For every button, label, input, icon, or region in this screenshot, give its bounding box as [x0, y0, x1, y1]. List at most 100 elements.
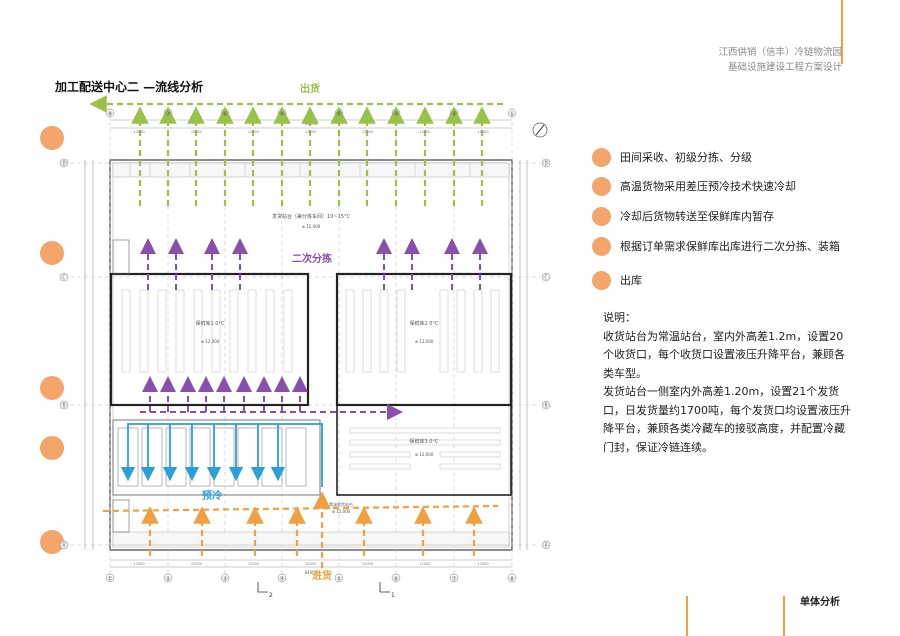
room-label-cold-1: 保鲜库1 0°C: [196, 320, 225, 327]
legend-text: 冷却后货物转送至保鲜库内暂存: [620, 210, 774, 223]
grid-label-top: ②: [451, 111, 457, 118]
footer-accent-line-1: [686, 596, 688, 636]
grid-label-bottom: ⑦: [451, 576, 457, 583]
room-label-cold-3: 保鲜库3 0°C: [410, 438, 439, 445]
sorting-flow-label: 二次分拣: [292, 252, 332, 265]
grid-label-bottom: ⑧: [509, 576, 514, 583]
grid-label-bottom: ③: [222, 576, 227, 583]
area-tag-cold-3: ⊕ 12,000: [415, 452, 434, 457]
area-tag-cold-2: ⊕ 12,000: [415, 339, 434, 344]
grid-label-top: ①: [509, 111, 514, 118]
legend-item: 冷却后货物转送至保鲜库内暂存: [592, 205, 774, 227]
left-marker-4: [40, 436, 64, 460]
grid-label-top: ⑨: [107, 111, 112, 118]
grid-label-bottom: ④: [279, 576, 284, 583]
precooling-flow-arrows: [120, 423, 323, 487]
left-marker-3: [40, 376, 64, 400]
legend-dot: [592, 236, 611, 256]
grid-label-top: ④: [336, 111, 341, 118]
north-arrow-icon: [532, 122, 548, 138]
grid-label-row: Ⓑ: [61, 402, 67, 410]
notes-receiving: 收货站台为常温站台，室内外高差1.2m，设置20个收货口，每个收货口设置液压升降…: [603, 329, 845, 380]
bay-dimension: 12000: [419, 130, 430, 134]
footer-label: 单体分析: [800, 597, 840, 608]
cold-room-1: [109, 272, 310, 407]
total-width-top: 84000: [305, 121, 318, 126]
legend-dot: [592, 206, 611, 226]
bay-dimension: 12000: [477, 130, 488, 134]
shipping-flow-label: 出货: [300, 82, 320, 95]
grid-label-row: Ⓓ: [61, 160, 67, 168]
legend-item: 高温货物采用差压预冷技术快速冷却: [592, 175, 796, 197]
legend-item: 根据订单需求保鲜库出库进行二次分拣、装箱: [592, 235, 840, 257]
bay-dimension: 12000: [248, 130, 259, 134]
project-subtitle: 基础设施建设工程方案设计: [727, 62, 842, 73]
legend-item: 出库: [592, 269, 642, 291]
legend-text: 高温货物采用差压预冷技术快速冷却: [620, 180, 796, 193]
area-tag-receiving: ⊕ 12,000: [332, 509, 351, 514]
grid-label-top: ⑥: [222, 111, 227, 118]
legend-item: 田间采收、初级分拣、分级: [592, 146, 752, 168]
project-title: 江西供销（信丰）冷链物流园: [718, 47, 842, 58]
grid-label-top: ⑤: [279, 111, 284, 118]
legend-dot: [592, 176, 611, 196]
bay-dimension: 12000: [133, 562, 144, 566]
grid-label-row: Ⓐ: [61, 542, 67, 550]
left-marker-5: [40, 530, 64, 554]
bay-dimension: 12000: [419, 562, 430, 566]
grid-bubbles-side: [59, 158, 551, 550]
service-room-1: [112, 239, 130, 275]
area-tag-cold-1: ⊕ 12,000: [201, 339, 220, 344]
service-room-2: [112, 499, 130, 533]
bay-dimension: 12000: [477, 562, 488, 566]
grid-label-top: ⑦: [165, 111, 171, 118]
dock-door-ticks-top: [129, 163, 471, 177]
bay-dimension: 12000: [133, 130, 144, 134]
legend-dot: [592, 270, 611, 290]
bay-dimension: 12000: [362, 130, 373, 134]
rack-rows-room-1: [121, 289, 293, 373]
legend-text: 田间采收、初级分拣、分级: [620, 151, 752, 164]
shipping-flow-arrows: [89, 95, 503, 206]
cold-room-3: [336, 404, 512, 496]
grid-label-bottom: ②: [165, 576, 171, 583]
page-title: 加工配送中心二 —流线分析: [55, 80, 204, 94]
rack-rows-room-3: [349, 427, 501, 470]
sorting-flow-arrows: [140, 238, 488, 420]
precooling-zone: [112, 419, 321, 496]
section-mark-1: 1: [391, 592, 395, 599]
notes-shipping: 发货站台一侧室内外高差1.20m，设置21个发货口，日发货量约1700吨，每个发…: [603, 385, 851, 454]
receiving-flow-label: 进货: [312, 569, 332, 582]
bay-dimension: 12000: [305, 562, 316, 566]
grid-label-row: Ⓒ: [543, 274, 549, 282]
receiving-dock-band: [112, 531, 510, 546]
left-marker-1: [40, 126, 64, 150]
room-label-sorting: 发货站台（兼分拣车间）10~15°C: [272, 213, 350, 220]
grid-label-row: Ⓑ: [543, 402, 549, 410]
grid-label-row: Ⓐ: [543, 542, 549, 550]
receiving-flow-arrows: [102, 504, 499, 556]
notes-heading: 说明：: [603, 311, 636, 324]
header-accent-line: [841, 0, 843, 64]
bay-dimension: 12000: [191, 562, 202, 566]
precooling-flow-label: 预冷: [202, 489, 222, 502]
grid-label-row: Ⓒ: [61, 274, 67, 282]
section-marks: [257, 582, 390, 593]
rack-rows-room-2: [345, 289, 500, 373]
section-mark-2: 2: [269, 592, 273, 599]
legend-dot: [592, 147, 611, 167]
bay-dimension: 12000: [362, 562, 373, 566]
grid-label-bottom: ①: [107, 576, 112, 583]
bay-dimension: 12000: [248, 562, 259, 566]
bay-dimension: 12000: [305, 130, 316, 134]
building-inner-outline: [112, 162, 510, 548]
legend-text: 出库: [620, 274, 642, 287]
footer-accent-line-2: [783, 596, 785, 636]
grid-label-bottom: ⑤: [336, 576, 341, 583]
grid-label-bottom: ⑥: [393, 576, 398, 583]
room-label-receiving: 常温收货站台: [329, 501, 353, 507]
left-marker-2: [40, 241, 64, 265]
room-label-cold-2: 保鲜库2 0°C: [410, 320, 439, 327]
grid-bubbles-bottom: [105, 573, 517, 583]
grid-label-row: Ⓓ: [543, 160, 549, 168]
